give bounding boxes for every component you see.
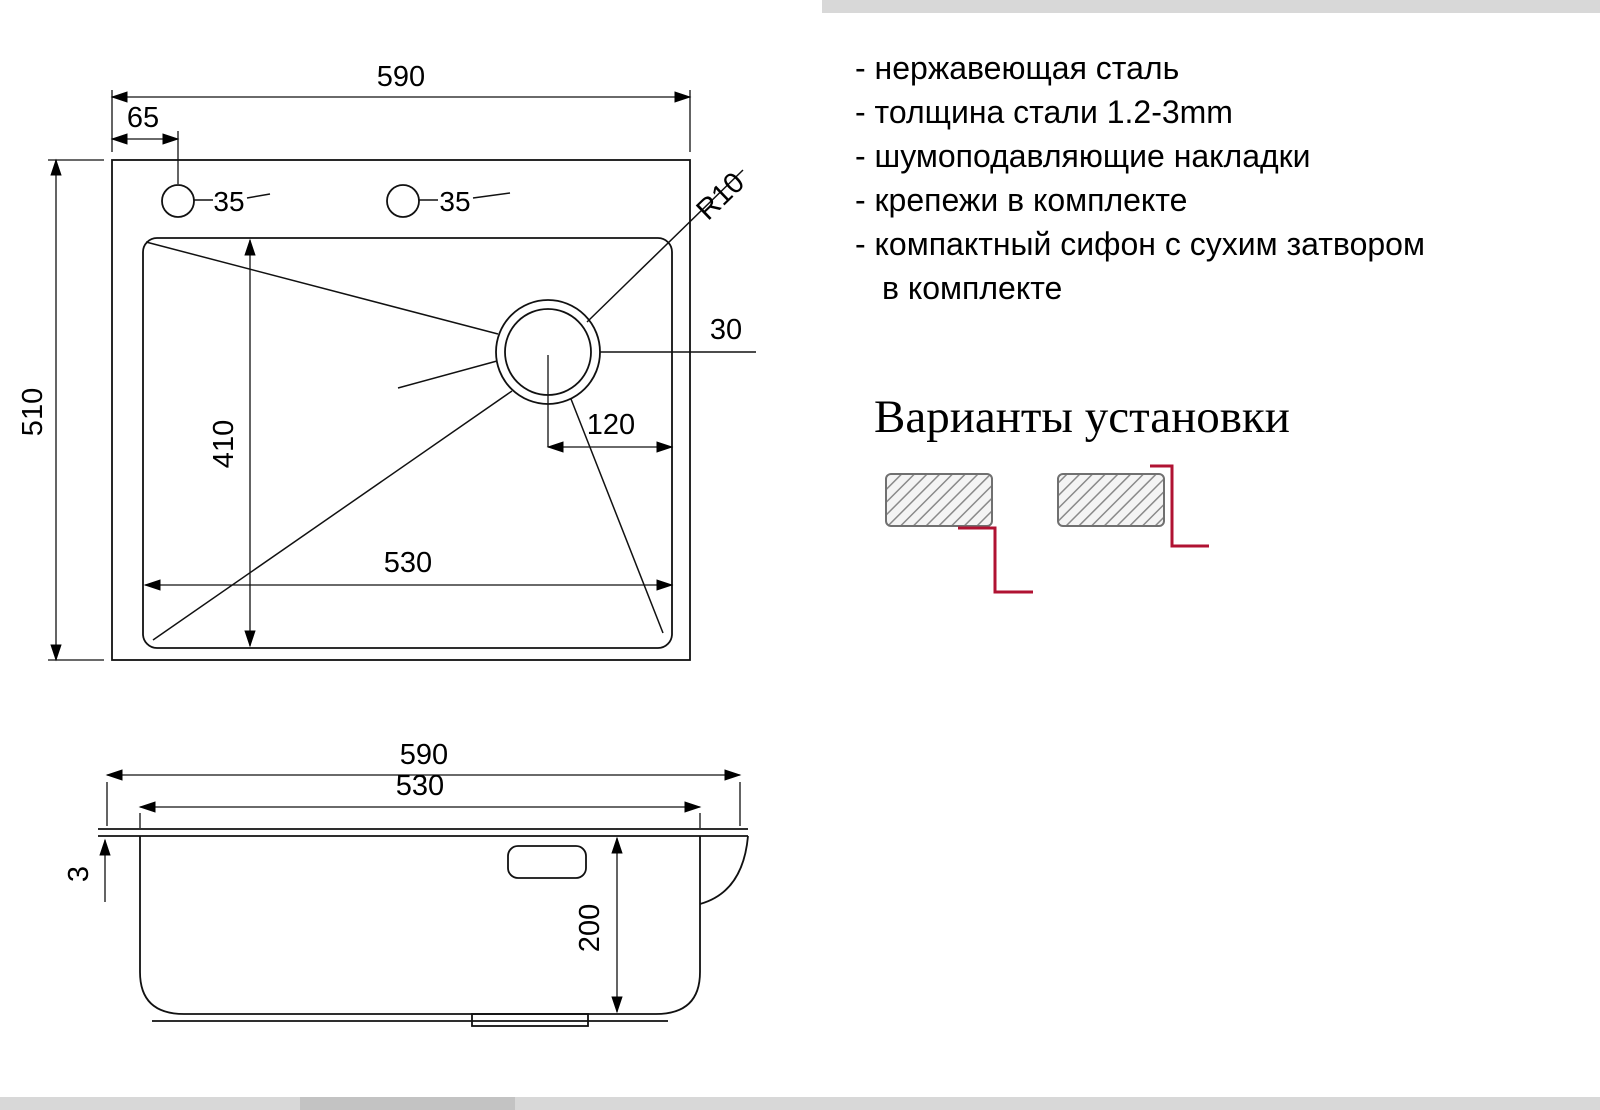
dim-hole1: 35 [213, 186, 244, 217]
dim-bowl-height: 200 [574, 904, 606, 952]
dim-overall-width: 590 [377, 61, 425, 93]
feature-item: - крепежи в комплекте [855, 182, 1188, 218]
hole-leader-lines [194, 192, 511, 201]
dim-side-overall-width: 590 [400, 739, 448, 771]
scan-artifact-bottom-dark [300, 1097, 515, 1110]
dim-bowl-width: 530 [384, 547, 432, 579]
drain-fitting [471, 1013, 589, 1027]
feature-item: - шумоподавляющие накладки [855, 138, 1311, 174]
side-view: 590 530 3 200 [63, 739, 749, 1027]
side-view-dimensions [99, 769, 742, 1014]
faucet-hole-2 [386, 184, 420, 218]
top-view: 590 65 35 35 R10 30 510 410 530 120 [17, 61, 756, 662]
dim-side-bowl-width: 530 [396, 770, 444, 802]
feature-item: - толщина стали 1.2-3mm [855, 94, 1233, 130]
top-view-dimensions [48, 90, 692, 662]
dim-hole2: 35 [439, 186, 470, 217]
dim-overall-depth: 510 [17, 388, 49, 436]
faucet-hole-1 [161, 184, 195, 218]
install-option-1-edge-line [958, 526, 1033, 594]
install-option-2-edge-line [1150, 464, 1209, 548]
feature-item-continuation: в комплекте [882, 270, 1063, 306]
sink-outer-rect [111, 159, 691, 661]
scan-artifact-bottom [0, 1097, 1600, 1110]
slope-lines [145, 169, 756, 641]
install-option-1-countertop [885, 473, 993, 527]
install-option-2-countertop [1057, 473, 1165, 527]
right-profile-curve [699, 835, 749, 905]
feature-item: - нержавеющая сталь [855, 50, 1180, 86]
dim-faucet-offset: 65 [127, 102, 159, 134]
feature-item: - компактный сифон с сухим затвором [855, 226, 1425, 262]
scan-artifact-top [822, 0, 1600, 13]
dim-flange-right: 30 [710, 314, 742, 346]
r10-leader-line [586, 169, 744, 323]
dim-drain-offset: 120 [587, 409, 635, 441]
dim-rim-thickness: 3 [63, 866, 95, 882]
installation-options-title: Варианты установки [874, 391, 1290, 443]
dim-bowl-depth: 410 [208, 420, 240, 468]
installation-diagrams [885, 464, 1209, 594]
features-list: - нержавеющая сталь - толщина стали 1.2-… [855, 46, 1425, 310]
overflow-hole [507, 845, 587, 879]
bowl-profile [139, 836, 701, 1015]
dim-corner-radius: R10 [690, 167, 751, 227]
